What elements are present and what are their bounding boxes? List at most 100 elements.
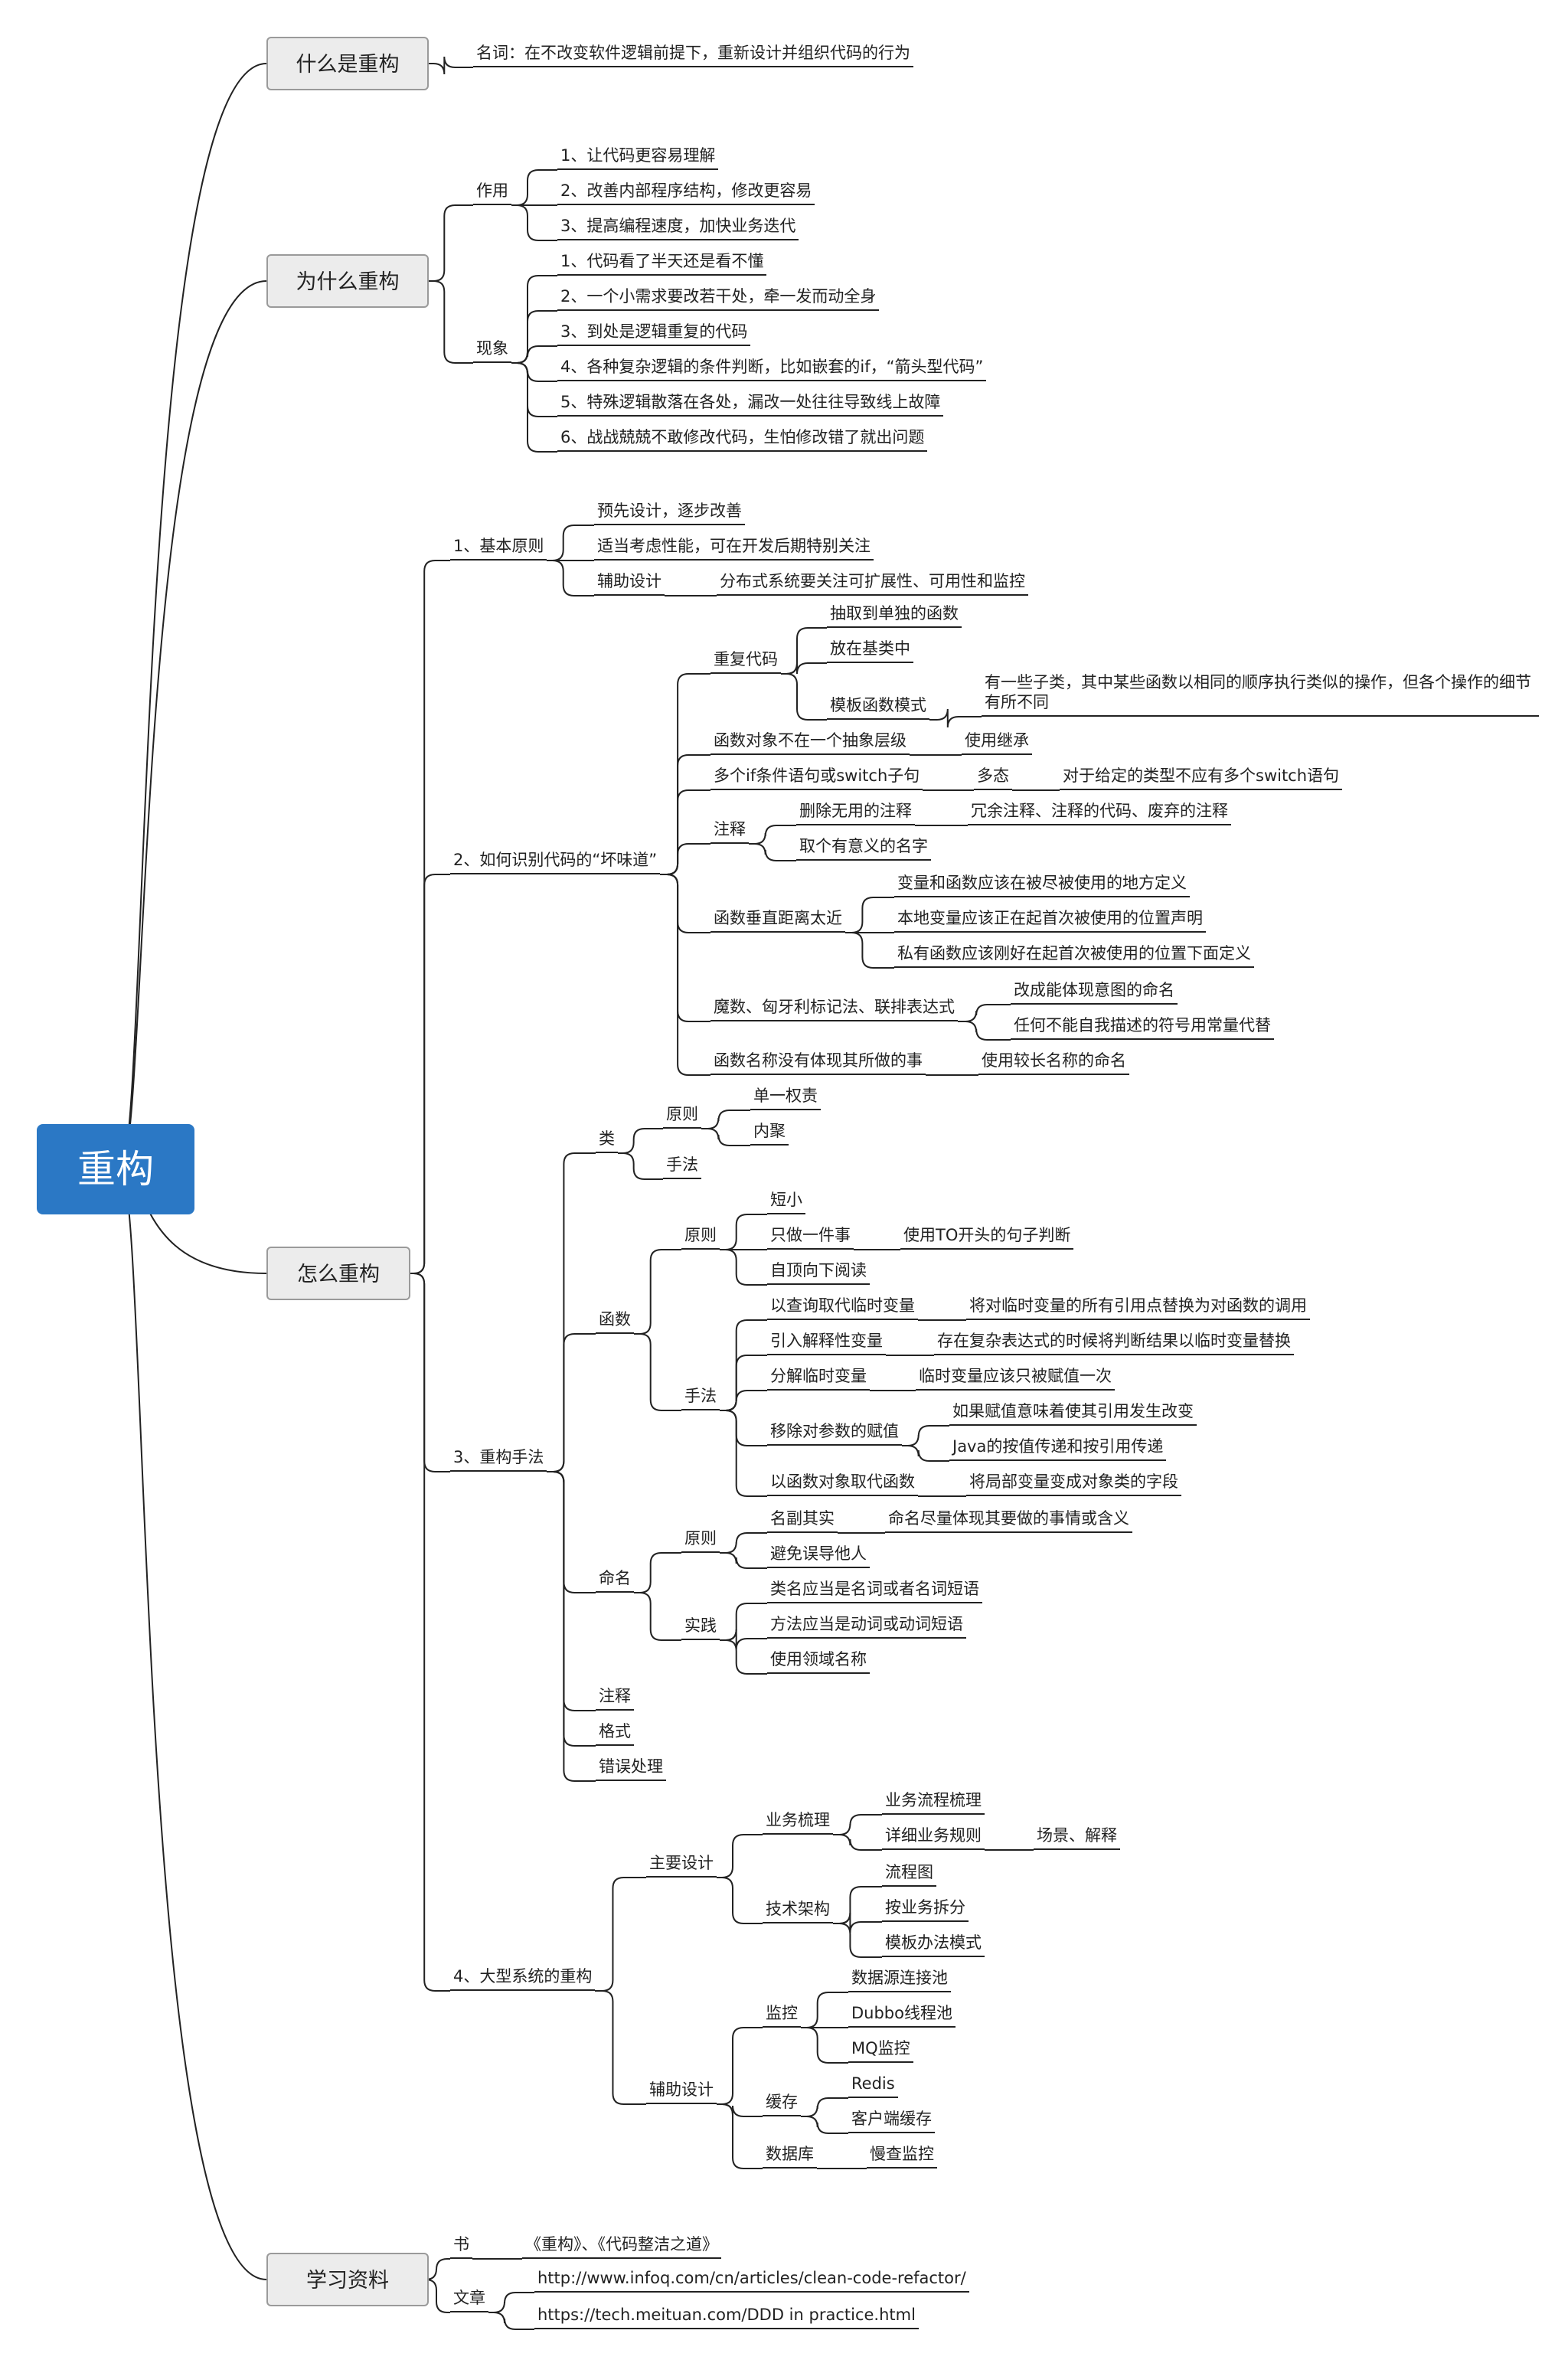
mindmap-node-nmr: 实践 — [681, 1616, 720, 1640]
connector-biz2 — [833, 1834, 882, 1851]
mindmap-node-funp2d: 使用TO开头的句子判断 — [900, 1225, 1074, 1250]
mindmap-node-sm: 2、如何识别代码的“坏味道” — [450, 850, 661, 874]
connector-nmr1 — [720, 1603, 767, 1641]
connector-m3 — [720, 1390, 767, 1411]
connector-p — [410, 560, 450, 1274]
mindmap-node-nmp: 原则 — [681, 1528, 720, 1553]
mindmap-node-nm: 命名 — [596, 1568, 634, 1593]
connector-why — [119, 280, 267, 1170]
mindmap-node-fn: 函数名称没有体现其所做的事 — [710, 1051, 926, 1075]
mindmap-node-why_e1: 2、改善内部程序结构，修改更容易 — [557, 181, 815, 205]
mindmap-node-why_s4: 5、特殊逻辑散落在各处，漏改一处往往导致线上故障 — [557, 392, 944, 417]
mindmap-node-why_e2: 3、提高编程速度，加快业务迭代 — [557, 216, 799, 240]
mindmap-node-fun: 函数 — [596, 1309, 634, 1334]
connector-m4d2 — [902, 1445, 949, 1462]
mindmap-node-nmr3: 使用领域名称 — [767, 1649, 870, 1674]
mindmap-node-learn: 学习资料 — [266, 2253, 429, 2306]
connector-what_def — [429, 56, 473, 75]
connector-m4d1 — [902, 1425, 949, 1446]
mindmap-node-tc: 注释 — [596, 1686, 634, 1711]
mindmap-node-biz: 业务梳理 — [763, 1810, 833, 1835]
connector-ar — [425, 2279, 450, 2313]
mindmap-node-bk1: 《重构》、《代码整洁之道》 — [522, 2234, 721, 2259]
connector-funm — [634, 1333, 681, 1411]
connector-cls — [547, 1152, 596, 1472]
mindmap-node-arch3: 模板办法模式 — [882, 1933, 985, 1957]
mindmap-node-lgm: 主要设计 — [646, 1853, 717, 1878]
connector-why_s0 — [511, 275, 557, 364]
mindmap-node-lvl: 函数对象不在一个抽象层级 — [710, 730, 910, 755]
mindmap-node-db: 数据库 — [763, 2144, 817, 2169]
connector-nmr3 — [720, 1639, 767, 1675]
mindmap-node-clsp2: 内聚 — [750, 1121, 789, 1146]
mindmap-node-cch2: 客户端缓存 — [848, 2109, 935, 2133]
connector-cch — [717, 2103, 763, 2117]
connector-funp3 — [720, 1249, 767, 1286]
mindmap-node-mon2: Dubbo线程池 — [848, 2003, 956, 2028]
connector-nm — [547, 1471, 596, 1593]
mindmap-node-dist3: 私有函数应该刚好在起首次被使用的位置下面定义 — [894, 943, 1254, 968]
connector-what — [119, 63, 267, 1170]
mindmap-node-arch2: 按业务拆分 — [882, 1897, 969, 1922]
connector-nmp2 — [720, 1552, 767, 1569]
connector-why_s2 — [511, 345, 557, 364]
mindmap-node-mag: 魔数、匈牙利标记法、联排表达式 — [710, 997, 958, 1021]
mindmap-node-p3: 辅助设计 — [594, 571, 665, 596]
mindmap-node-why: 为什么重构 — [266, 254, 429, 308]
mindmap-node-root: 重构 — [37, 1124, 194, 1214]
connector-lgm — [595, 1877, 646, 1992]
connector-nmp1 — [720, 1532, 767, 1554]
mindmap-node-mag1: 改成能体现意图的命名 — [1011, 980, 1178, 1005]
mindmap-node-lvlf: 使用继承 — [962, 730, 1032, 755]
mindmap-node-dist2: 本地变量应该正在起首次被使用的位置声明 — [894, 908, 1206, 933]
connector-lga — [595, 1990, 646, 2105]
connector-tf — [547, 1471, 596, 1747]
connector-arch — [717, 1877, 763, 1924]
mindmap-node-fnf: 使用较长名称的命名 — [978, 1051, 1129, 1075]
connector-why_sym — [429, 280, 473, 364]
connector-t — [410, 1273, 450, 1472]
mindmap-node-nmp2: 避免误导他人 — [767, 1544, 870, 1568]
connector-why_e0 — [511, 169, 557, 206]
mindmap-node-te: 错误处理 — [596, 1757, 666, 1781]
mindmap-node-t: 3、重构手法 — [450, 1447, 547, 1472]
mindmap-node-mag2: 任何不能自我描述的符号用常量代替 — [1011, 1015, 1274, 1040]
connector-p3 — [547, 560, 594, 596]
connector-biz1 — [833, 1814, 882, 1835]
connector-biz — [717, 1834, 763, 1878]
mindmap-node-cm2: 取个有意义的名字 — [796, 836, 931, 861]
connector-lvl — [660, 754, 710, 875]
connector-mon1 — [801, 1992, 848, 2028]
connector-mag1 — [958, 1004, 1011, 1022]
mindmap-node-what: 什么是重构 — [266, 37, 429, 90]
connector-mag — [660, 874, 710, 1022]
mindmap-node-clsm: 手法 — [663, 1155, 701, 1179]
mindmap-node-dup: 重复代码 — [710, 649, 781, 674]
mindmap-node-m4d1: 如果赋值意味着使其引用发生改变 — [949, 1401, 1197, 1426]
mindmap-node-biz1: 业务流程梳理 — [882, 1790, 985, 1815]
connector-why_eff — [429, 204, 473, 282]
mindmap-node-funp2: 只做一件事 — [767, 1225, 854, 1250]
connector-why_s3 — [511, 362, 557, 382]
mindmap-node-clsp1: 单一权责 — [750, 1086, 821, 1110]
connector-mon — [717, 2027, 763, 2105]
connector-fun — [547, 1333, 596, 1472]
connector-dup2 — [781, 662, 827, 675]
mindmap-node-m1: 以查询取代临时变量 — [767, 1296, 918, 1320]
mindmap-node-arch: 技术架构 — [763, 1899, 833, 1923]
mindmap-node-p1: 预先设计，逐步改善 — [594, 501, 745, 525]
connector-m4 — [720, 1410, 767, 1446]
connector-learn — [119, 1168, 267, 2280]
mindmap-node-mon: 监控 — [763, 2003, 801, 2028]
mindmap-node-why_eff: 作用 — [473, 181, 511, 205]
mindmap-node-cm1: 删除无用的注释 — [796, 801, 915, 825]
mindmap-node-nmr2: 方法应当是动词或动词短语 — [767, 1614, 966, 1639]
mindmap-node-ar: 文章 — [450, 2288, 488, 2312]
mindmap-node-mon3: MQ监控 — [848, 2038, 913, 2063]
mindmap-node-biz2: 详细业务规则 — [882, 1825, 985, 1850]
connector-dup3 — [781, 673, 827, 721]
mindmap-node-cch: 缓存 — [763, 2092, 801, 2116]
mindmap-node-dist1: 变量和函数应该在被尽被使用的地方定义 — [894, 873, 1190, 897]
connector-dist3 — [845, 932, 894, 969]
connector-bk — [425, 2258, 450, 2280]
